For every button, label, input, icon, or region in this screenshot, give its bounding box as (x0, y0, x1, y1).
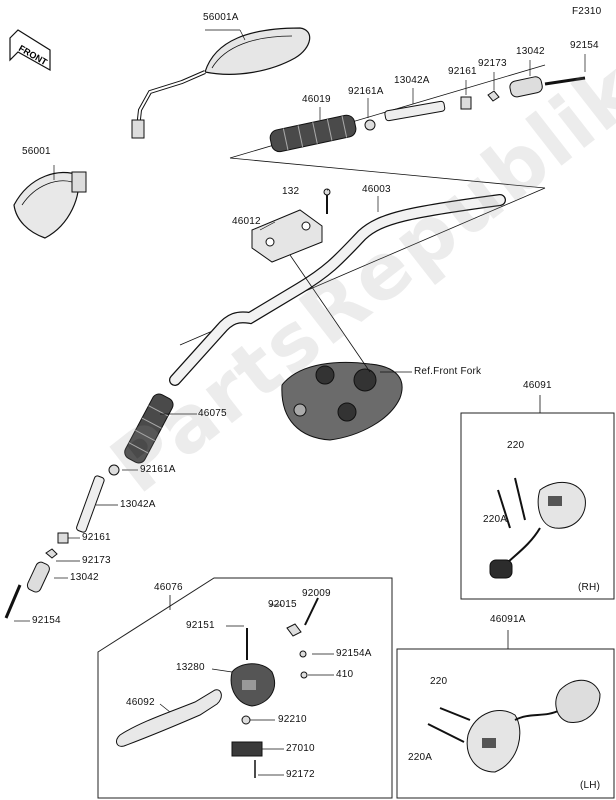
callout-92151: 92151 (186, 620, 215, 631)
callout-92161-top: 92161 (448, 66, 477, 77)
callout-46075: 46075 (198, 408, 227, 419)
callout-46076: 46076 (154, 582, 183, 593)
label-rh: (RH) (578, 582, 600, 593)
callout-92210: 92210 (278, 714, 307, 725)
front-direction-arrow-icon: FRONT (9, 29, 51, 72)
clutch-lever-box (97, 577, 393, 799)
callout-46092: 46092 (126, 697, 155, 708)
rh-switch-box (460, 395, 615, 600)
callout-220a-lh: 220A (408, 752, 433, 763)
callout-46091a: 46091A (490, 614, 526, 625)
callout-ref-front-fork: Ref.Front Fork (414, 366, 482, 377)
callout-220a-rh: 220A (483, 514, 508, 525)
callout-27010: 27010 (286, 743, 315, 754)
callout-92161a-left: 92161A (140, 464, 176, 475)
callout-220-rh: 220 (507, 440, 525, 451)
callout-92161-left: 92161 (82, 532, 111, 543)
callout-56001: 56001 (22, 146, 51, 157)
callout-13042a-left: 13042A (120, 499, 156, 510)
mirror-right (131, 27, 311, 139)
left-grip-assembly (4, 393, 197, 619)
callout-13042-left: 13042 (70, 572, 99, 583)
callout-92015: 92015 (268, 599, 297, 610)
mirror-left (13, 171, 87, 239)
callout-56001a: 56001A (203, 12, 239, 23)
callout-46019: 46019 (302, 94, 331, 105)
callout-46091: 46091 (523, 380, 552, 391)
callout-92154-left: 92154 (32, 615, 61, 626)
callout-92154-top: 92154 (570, 40, 599, 51)
front-fork-top-clamp (281, 254, 412, 441)
leader-lines (14, 29, 586, 776)
callout-92172: 92172 (286, 769, 315, 780)
callout-92161a-top: 92161A (348, 86, 384, 97)
callout-220-lh: 220 (430, 676, 448, 687)
callout-410: 410 (336, 669, 354, 680)
callout-132: 132 (282, 186, 300, 197)
callout-92173-top: 92173 (478, 58, 507, 69)
callout-13280: 13280 (176, 662, 205, 673)
callout-92154a: 92154A (336, 648, 372, 659)
handlebar-pipe (169, 194, 506, 386)
callout-46003: 46003 (362, 184, 391, 195)
callout-92009: 92009 (302, 588, 331, 599)
callout-13042-top: 13042 (516, 46, 545, 57)
lh-switch-box (396, 630, 615, 799)
handlebar-holder (251, 188, 331, 263)
label-lh: (LH) (580, 780, 601, 791)
figure-code: F2310 (572, 6, 602, 17)
callout-46012: 46012 (232, 216, 261, 227)
callout-13042a-top: 13042A (394, 75, 430, 86)
callout-92173-left: 92173 (82, 555, 111, 566)
